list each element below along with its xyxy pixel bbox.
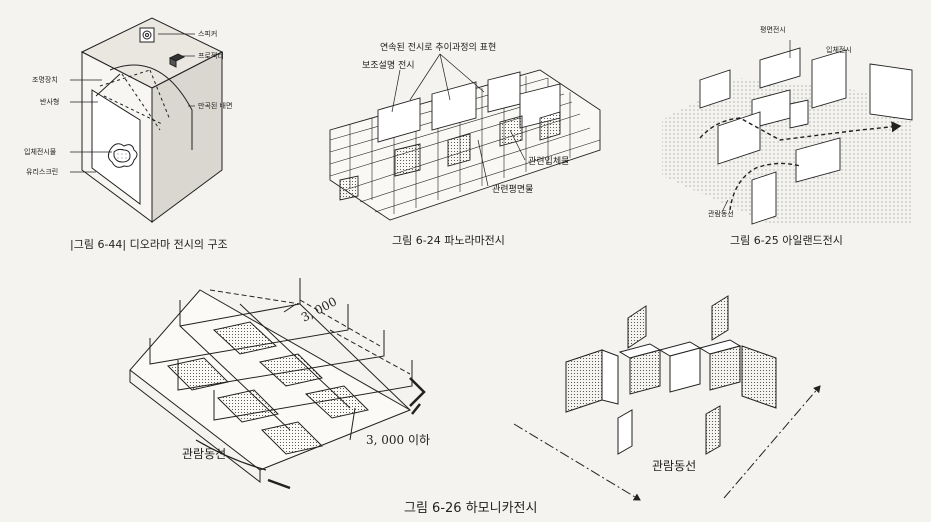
- diorama-label-curved-back: 만곡된 배면: [198, 101, 232, 110]
- diorama-label-speaker: 스피커: [198, 29, 217, 38]
- panorama-label-related-flat: 관련평면물: [492, 184, 533, 195]
- panorama-label-auxiliary: 보조설명 전시: [362, 60, 415, 71]
- harmonica-flow-left: 관람동선: [182, 447, 226, 461]
- island-label-flat: 평면전시: [760, 25, 786, 34]
- harmonica-dim-top: 3, 000: [299, 294, 339, 324]
- island-caption: 그림 6-25 아일랜드전시: [730, 233, 843, 247]
- harmonica-grid-diagram: [129, 278, 426, 490]
- panorama-label-related-solid: 관련입체물: [528, 155, 569, 167]
- panorama-label-continuous: 연속된 전시로 추이과정의 표현: [380, 41, 496, 53]
- diorama-label-glass-screen: 유리스크린: [26, 167, 58, 176]
- diorama-diagram: [70, 17, 224, 223]
- harmonica-dim-bottom: 3, 000 이하: [366, 433, 430, 447]
- harmonica-caption: 그림 6-26 하모니카전시: [404, 501, 537, 516]
- diorama-label-solid-object: 입체전시물: [24, 147, 57, 156]
- diorama-label-lighting: 조명장치: [32, 75, 58, 84]
- diorama-label-reflector: 반사형: [40, 97, 59, 106]
- diorama-caption: |그림 6-44| 디오라마 전시의 구조: [70, 238, 228, 251]
- harmonica-flow-right: 관람동선: [652, 459, 696, 473]
- harmonica-star-diagram: [513, 295, 821, 501]
- island-diagram: [662, 40, 913, 225]
- island-label-solid: 입체전시: [826, 45, 852, 54]
- panorama-caption: 그림 6-24 파노라마전시: [392, 234, 505, 247]
- diorama-label-projector: 프로젝터: [198, 51, 224, 60]
- panorama-diagram: [329, 53, 601, 221]
- island-label-flow: 관람동선: [708, 209, 734, 218]
